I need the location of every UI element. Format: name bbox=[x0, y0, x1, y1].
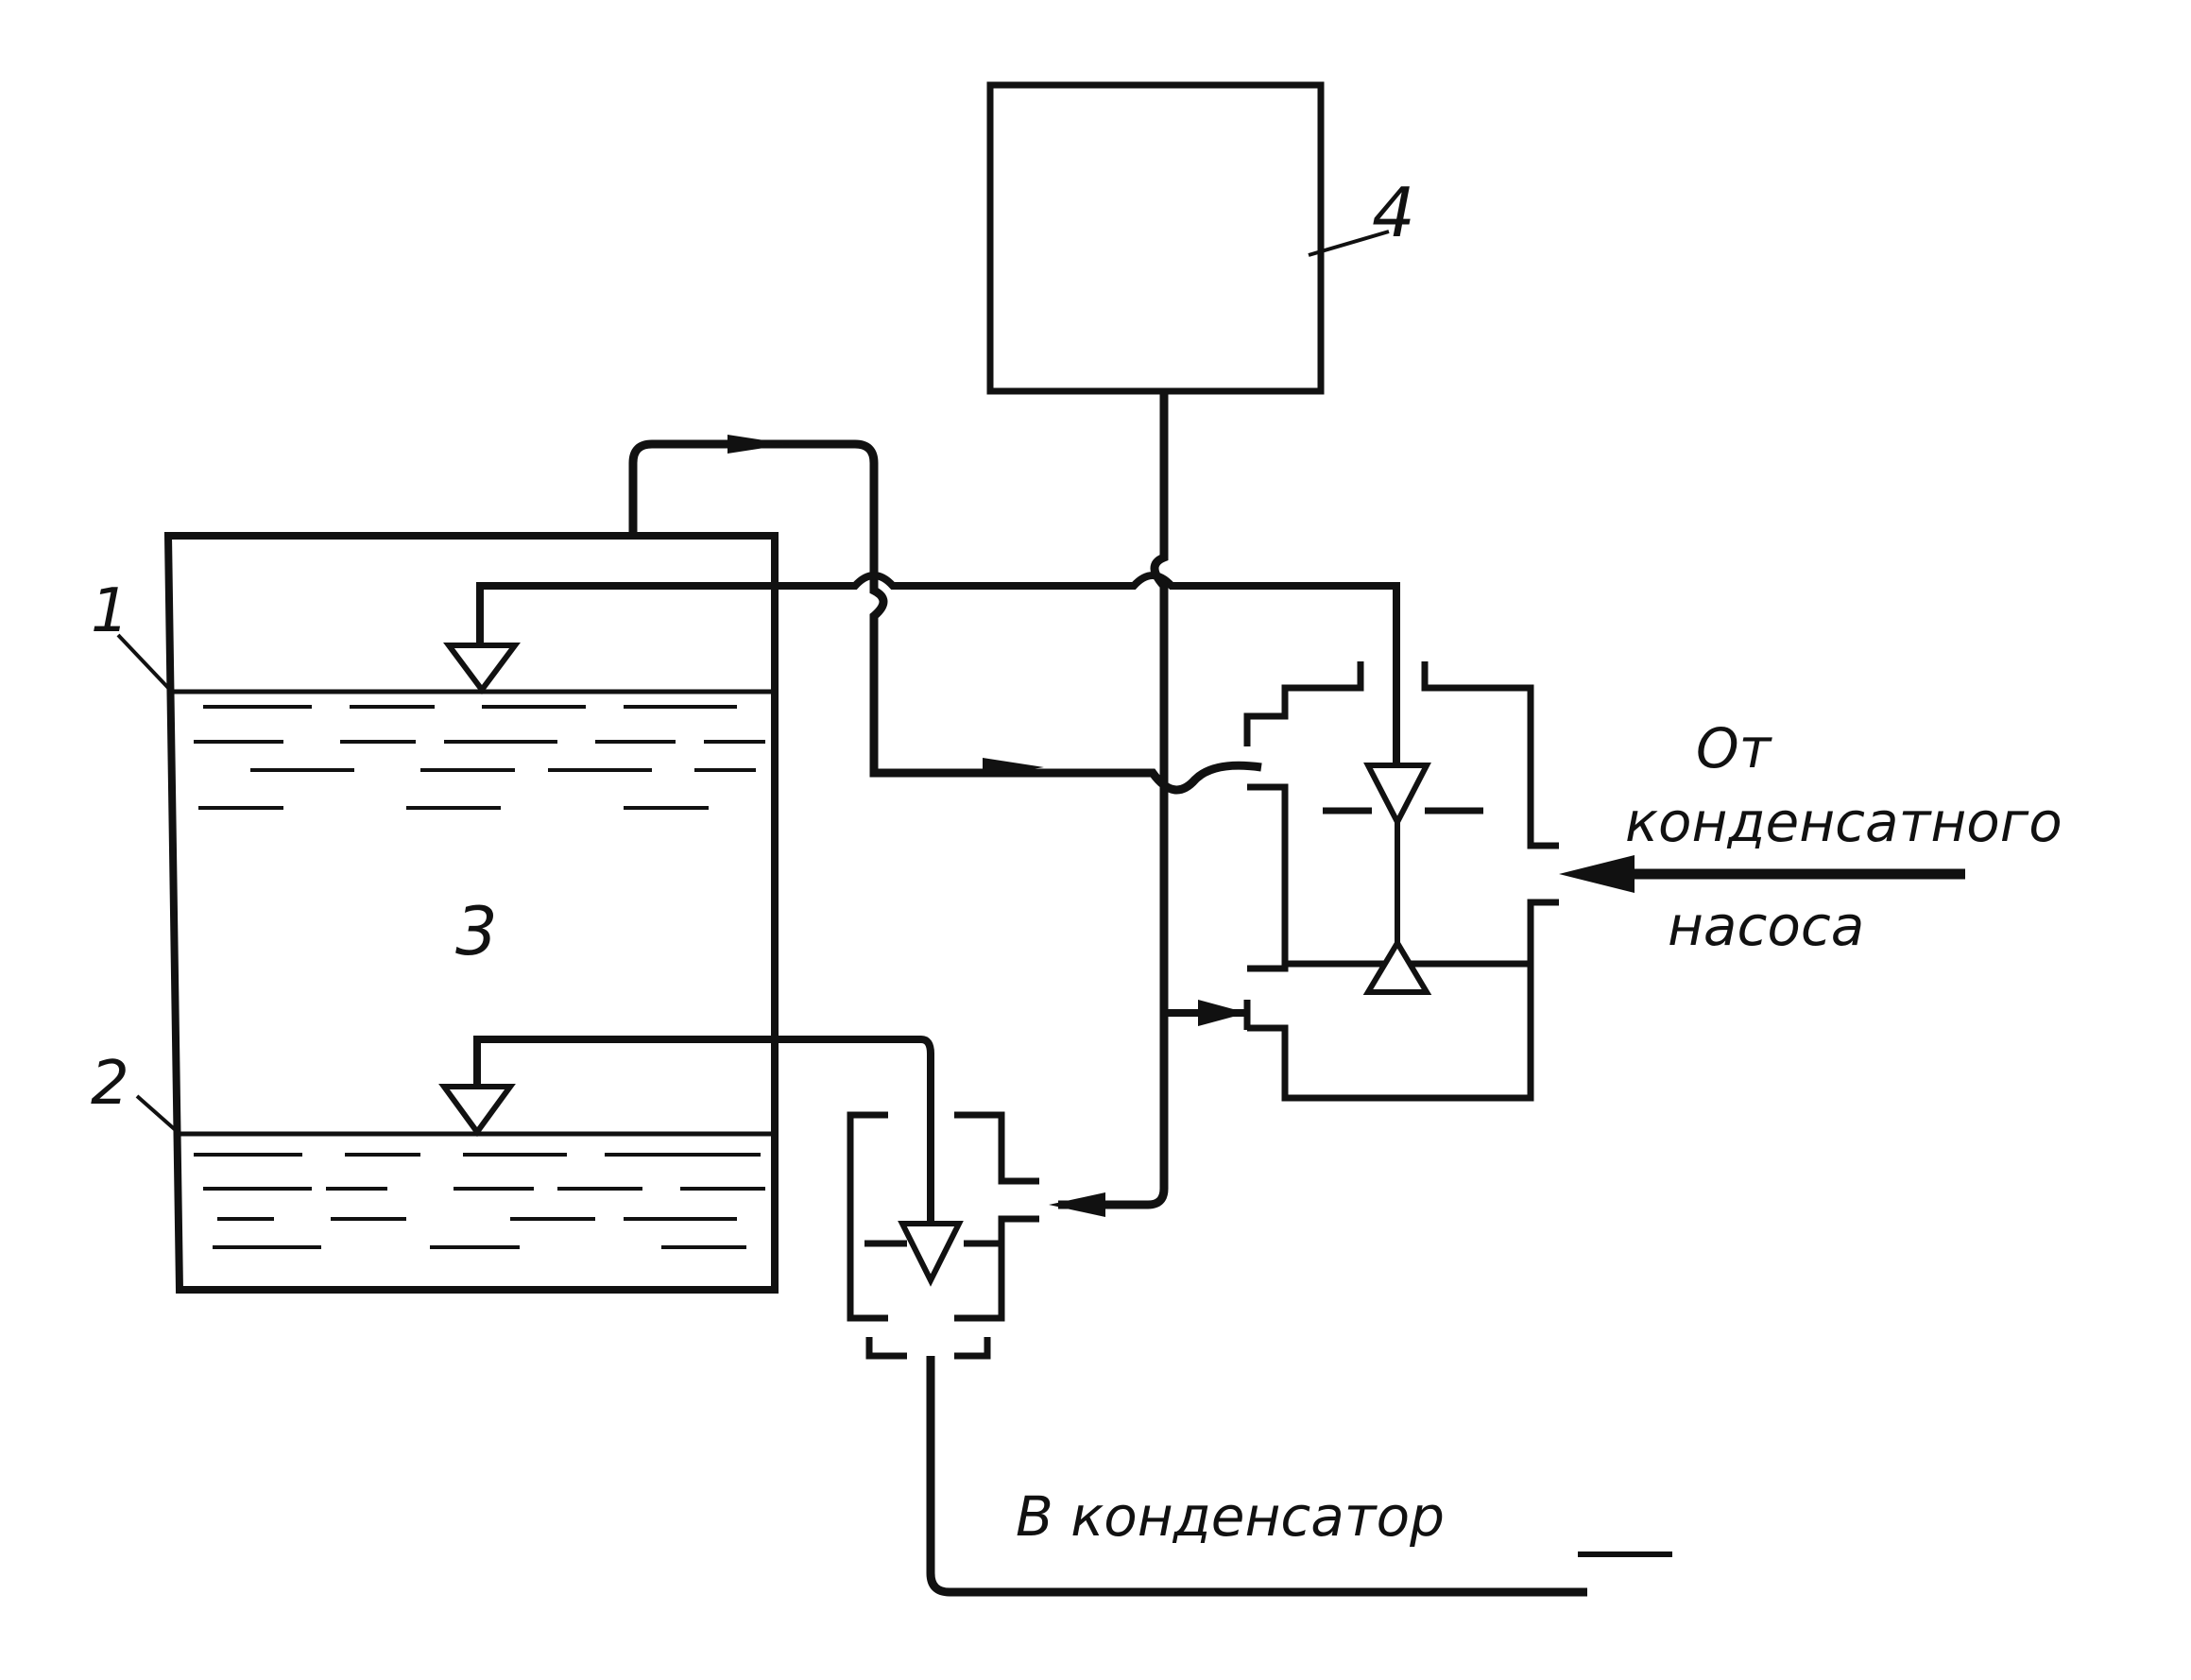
label-tank-upper-level: 1 bbox=[91, 576, 129, 646]
controller-output-line bbox=[1058, 391, 1169, 1209]
outflow-label: В конденсатор bbox=[1016, 1484, 1445, 1549]
return-flow-arrow-icon bbox=[983, 758, 1044, 777]
inlet-valve-arrow-icon bbox=[1198, 1000, 1247, 1026]
label-tank-volume: 3 bbox=[455, 893, 498, 970]
inlet-valve-lower-plug-icon bbox=[1362, 937, 1432, 995]
upper-signal-line bbox=[476, 572, 1400, 765]
lower-level-sensor-icon bbox=[438, 1084, 516, 1138]
inflow-label-line2: конденсатного bbox=[1625, 790, 2063, 854]
liquid-dashes bbox=[194, 705, 765, 1249]
label-controller-box: 4 bbox=[1372, 173, 1415, 252]
level-1-leader bbox=[116, 633, 172, 692]
outlet-valve-arrow-icon bbox=[1049, 1192, 1105, 1217]
controller-leader bbox=[1308, 230, 1390, 257]
outlet-control-valve bbox=[847, 1111, 1039, 1360]
inflow-label-line1: От bbox=[1696, 716, 1773, 780]
inlet-valve-upper-plug-icon bbox=[1363, 763, 1431, 829]
inflow-label-line3: насоса bbox=[1668, 894, 1864, 958]
outlet-valve-plug-icon bbox=[898, 1221, 964, 1287]
outflow-pipe bbox=[926, 1356, 1587, 1597]
condensate-tank bbox=[116, 532, 779, 1294]
inlet-control-valve bbox=[1243, 661, 1559, 1102]
label-tank-lower-level: 2 bbox=[91, 1049, 129, 1119]
lower-signal-line bbox=[473, 1036, 934, 1224]
top-flow-arrow-icon bbox=[727, 435, 789, 454]
inflow-arrow-icon bbox=[1559, 855, 1635, 893]
upper-level-sensor-icon bbox=[443, 643, 521, 695]
level-2-leader bbox=[135, 1094, 180, 1134]
return-pipe bbox=[628, 439, 1262, 795]
controller-box bbox=[986, 81, 1325, 395]
